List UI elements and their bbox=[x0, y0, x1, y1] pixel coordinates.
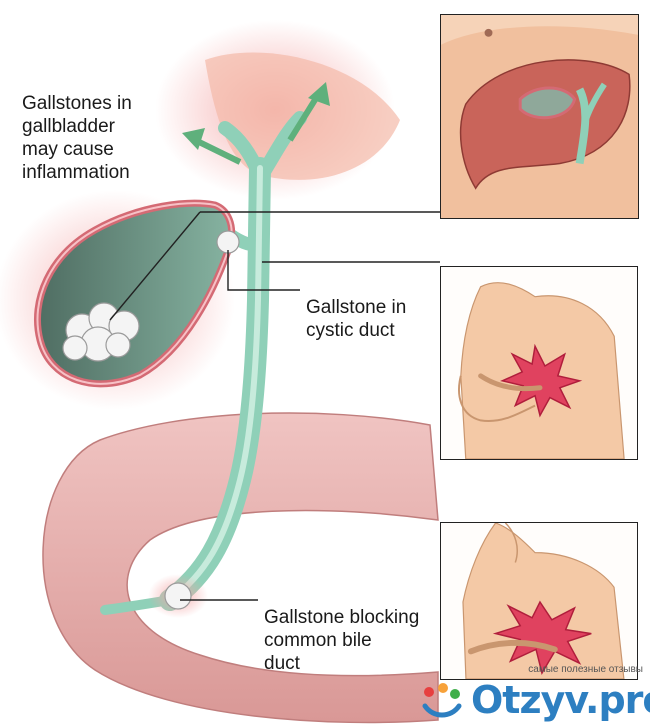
pain-burst-icon bbox=[500, 343, 583, 418]
inset-liver-panel bbox=[440, 14, 639, 219]
common-duct-stone bbox=[164, 582, 192, 610]
arrow-right-head bbox=[308, 82, 330, 106]
inset-cystic-pain-panel bbox=[440, 266, 638, 460]
caption-common-bile-duct: Gallstone blocking common bile duct bbox=[264, 607, 420, 674]
torso-pain-illustration-2 bbox=[441, 523, 637, 679]
cystic-duct-stone bbox=[216, 230, 240, 254]
common-bile-duct-highlight bbox=[167, 165, 263, 603]
leader-cystic bbox=[227, 250, 300, 291]
inset-common-duct-pain-panel bbox=[440, 522, 638, 680]
otzyv-logo-icon bbox=[422, 683, 462, 718]
arrow-left bbox=[193, 137, 242, 165]
liver-inset-illustration bbox=[441, 15, 638, 218]
caption-gallbladder-inflammation: Gallstones in gallbladder may cause infl… bbox=[22, 93, 132, 183]
watermark: самые полезные отзывы Otzyv.pro bbox=[415, 664, 650, 724]
watermark-brand: Otzyv.pro bbox=[471, 678, 650, 722]
gallstone-cluster bbox=[62, 302, 140, 362]
torso-pain-illustration bbox=[441, 267, 637, 459]
caption-cystic-duct: Gallstone in cystic duct bbox=[306, 297, 407, 341]
arrow-right bbox=[287, 93, 321, 142]
arrow-left-head bbox=[182, 128, 205, 150]
duodenum bbox=[42, 412, 439, 724]
pain-burst-large-icon bbox=[492, 600, 592, 676]
watermark-tagline: самые полезные отзывы bbox=[528, 664, 643, 675]
leader-gallbladder bbox=[109, 211, 201, 321]
